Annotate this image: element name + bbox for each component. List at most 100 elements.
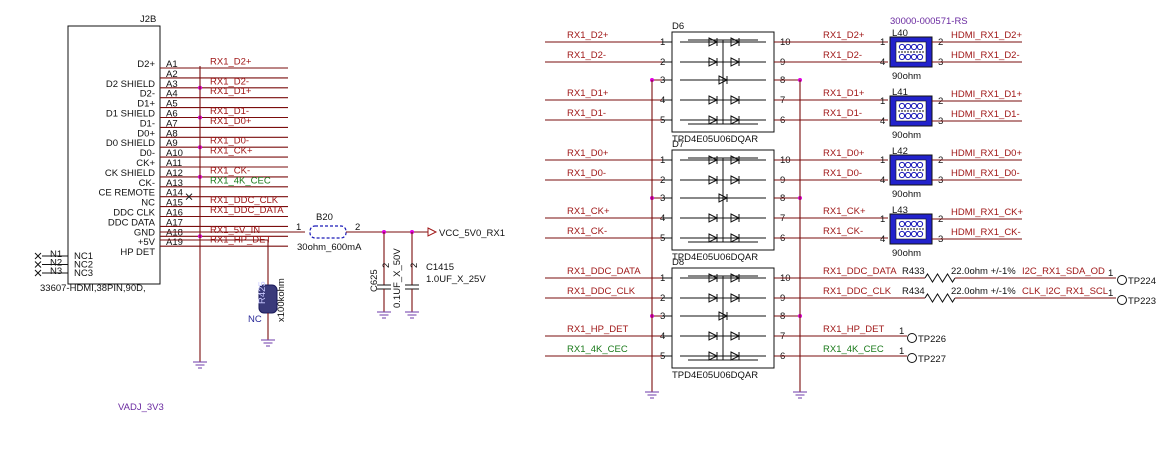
connector-body bbox=[67, 25, 161, 285]
nc-pin-number: N1 bbox=[50, 249, 62, 260]
choke-coil bbox=[898, 43, 906, 51]
choke-coil bbox=[910, 53, 918, 61]
capacitor-c1415[interactable]: C1415 1.0UF_X_25V 2 bbox=[405, 232, 486, 312]
nc-resistor-label: NC bbox=[248, 314, 262, 325]
choke-out-net: HDMI_RX1_D0+ bbox=[951, 148, 1022, 159]
cap-c625-ref: C625 bbox=[369, 269, 380, 292]
nc-pin-name: NC2 bbox=[74, 260, 93, 271]
choke-coil bbox=[904, 161, 912, 169]
hdmi-connector-j2b[interactable]: J2B 33607-HDMI,38PIN,90D, D2+D2 SHIELDD2… bbox=[34, 14, 288, 294]
tvs-net-label: RX1_CK+ bbox=[567, 206, 610, 217]
tvs-net-label: RX1_D2- bbox=[823, 50, 862, 61]
choke-coil bbox=[916, 112, 924, 120]
choke-pin: 4 bbox=[880, 57, 885, 68]
choke-coil bbox=[898, 53, 906, 61]
choke-out-net: HDMI_RX1_D2+ bbox=[951, 30, 1022, 41]
nc-resistor[interactable]: R425 x100kohm NC bbox=[248, 278, 287, 325]
ferrite-bead-b20[interactable]: B20 1 2 30ohm_600mA bbox=[296, 212, 362, 253]
test-point-pin: 1 bbox=[1108, 268, 1113, 279]
vcc-offpage-connector[interactable]: VCC_5V0_RX1 bbox=[427, 227, 505, 239]
no-connect-marker bbox=[34, 269, 42, 277]
test-point-ref: TP226 bbox=[918, 334, 946, 345]
no-connect-marker bbox=[34, 252, 42, 260]
choke-ref: L40 bbox=[892, 28, 908, 39]
ground-symbol bbox=[645, 391, 659, 399]
connector-pin-name: CE REMOTE bbox=[99, 188, 155, 199]
choke-coil bbox=[898, 112, 906, 120]
connector-pin-number: A9 bbox=[166, 138, 178, 149]
test-point-pin: 1 bbox=[1108, 288, 1113, 299]
tvs-net-label: RX1_D2+ bbox=[567, 30, 609, 41]
connector-pin-name: CK- bbox=[139, 178, 155, 189]
choke-pin: 4 bbox=[880, 234, 885, 245]
tvs-net-label: RX1_DDC_CLK bbox=[823, 286, 892, 297]
choke-coil bbox=[910, 171, 918, 179]
tvs-part: TPD4E05U06DQAR bbox=[672, 252, 758, 263]
cap-c1415-ref: C1415 bbox=[426, 262, 454, 273]
choke-coil bbox=[898, 102, 906, 110]
nc-pin-name: NC1 bbox=[74, 251, 93, 262]
choke-out-net: HDMI_RX1_CK- bbox=[951, 227, 1021, 238]
tvs-net-label: RX1_D2+ bbox=[823, 30, 865, 41]
connector-pin-number: A1 bbox=[166, 59, 178, 70]
connector-pin-name: CK+ bbox=[136, 158, 155, 169]
choke-out-net: HDMI_RX1_D2- bbox=[951, 50, 1020, 61]
connector-net-label: RX1_4K_CEC bbox=[210, 175, 271, 186]
test-point-icon bbox=[1117, 295, 1127, 305]
choke-ref: L43 bbox=[892, 205, 908, 216]
cap-c625-value: 0.1UF_X_50V bbox=[392, 248, 403, 308]
connector-pin-number: A8 bbox=[166, 128, 178, 139]
connector-pin-name: D0+ bbox=[137, 128, 155, 139]
connector-pin-number: A18 bbox=[166, 227, 183, 238]
choke-pin: 4 bbox=[880, 175, 885, 186]
resistor-zigzag bbox=[924, 293, 956, 303]
capacitor-c625[interactable]: C625 2 0.1UF_X_50V bbox=[369, 232, 403, 312]
choke-value: 90ohm bbox=[892, 189, 921, 200]
tvs-body bbox=[671, 149, 775, 251]
cap-c1415-pin: 2 bbox=[409, 263, 420, 268]
ferrite-pin1: 1 bbox=[296, 222, 301, 233]
choke-pin: 1 bbox=[880, 96, 885, 107]
ground-symbol bbox=[261, 339, 275, 347]
tvs-net-label: RX1_CK- bbox=[823, 226, 863, 237]
resistor-out-net: CLK_I2C_RX1_SCL bbox=[1022, 286, 1108, 297]
choke-coil bbox=[898, 171, 906, 179]
cap-c625-pin: 2 bbox=[381, 263, 392, 268]
ferrite-body bbox=[309, 225, 347, 239]
choke-coil bbox=[910, 112, 918, 120]
resistor-ref: R433 bbox=[902, 266, 925, 277]
choke-out-net: HDMI_RX1_D0- bbox=[951, 168, 1020, 179]
choke-ref: L41 bbox=[892, 87, 908, 98]
test-point-ref: TP223 bbox=[1128, 296, 1156, 307]
choke-value: 90ohm bbox=[892, 71, 921, 82]
connector-net-label: RX1_CK- bbox=[210, 165, 250, 176]
tvs-diode bbox=[718, 75, 729, 85]
tvs-net-label: RX1_D0- bbox=[567, 168, 606, 179]
choke-coil bbox=[910, 230, 918, 238]
test-point-pin: 1 bbox=[899, 346, 904, 357]
choke-ref: L42 bbox=[892, 146, 908, 157]
connector-pin-number: A14 bbox=[166, 188, 183, 199]
connector-pin-name: D2- bbox=[140, 89, 155, 100]
choke-value: 90ohm bbox=[892, 130, 921, 141]
connector-pin-number: A13 bbox=[166, 178, 183, 189]
connector-pin-name: CK SHIELD bbox=[105, 168, 155, 179]
connector-pin-name: D1 SHIELD bbox=[106, 109, 155, 120]
choke-coil bbox=[910, 220, 918, 228]
tvs-net-label: RX1_HP_DET bbox=[823, 324, 884, 335]
test-point-ref: TP224 bbox=[1128, 276, 1156, 287]
